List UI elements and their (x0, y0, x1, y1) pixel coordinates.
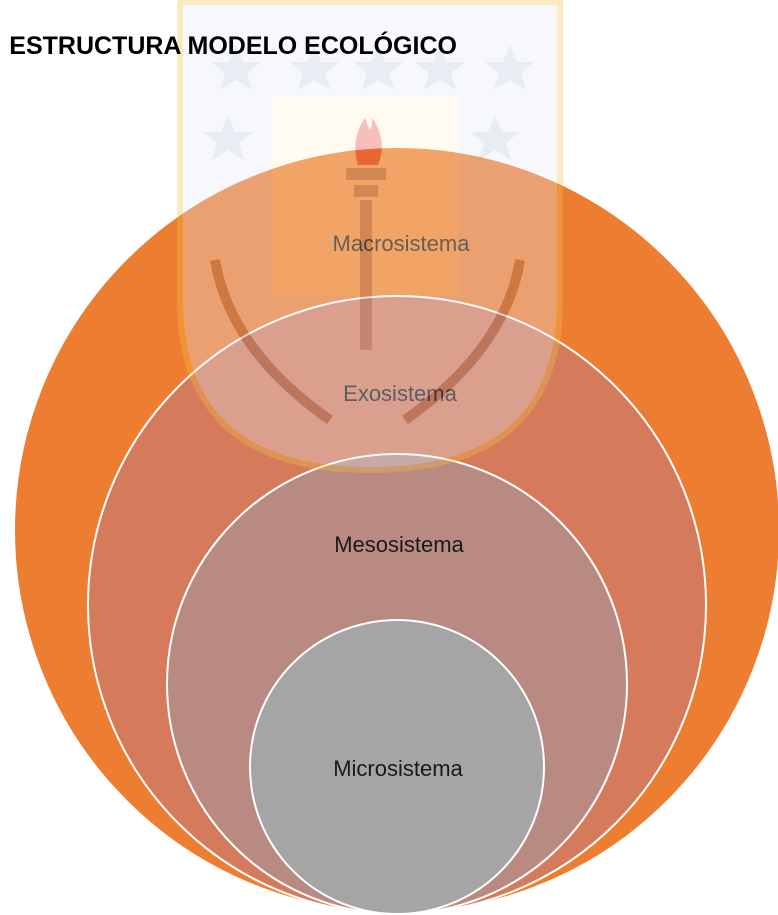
label-microsistema: Microsistema (333, 756, 463, 781)
label-mesosistema: Mesosistema (334, 532, 464, 557)
label-macrosistema: Macrosistema (333, 231, 471, 256)
page-title: : ESTRUCTURA MODELO ECOLÓGICO (0, 32, 457, 60)
circle-microsistema (249, 619, 545, 915)
label-exosistema: Exosistema (343, 381, 457, 406)
